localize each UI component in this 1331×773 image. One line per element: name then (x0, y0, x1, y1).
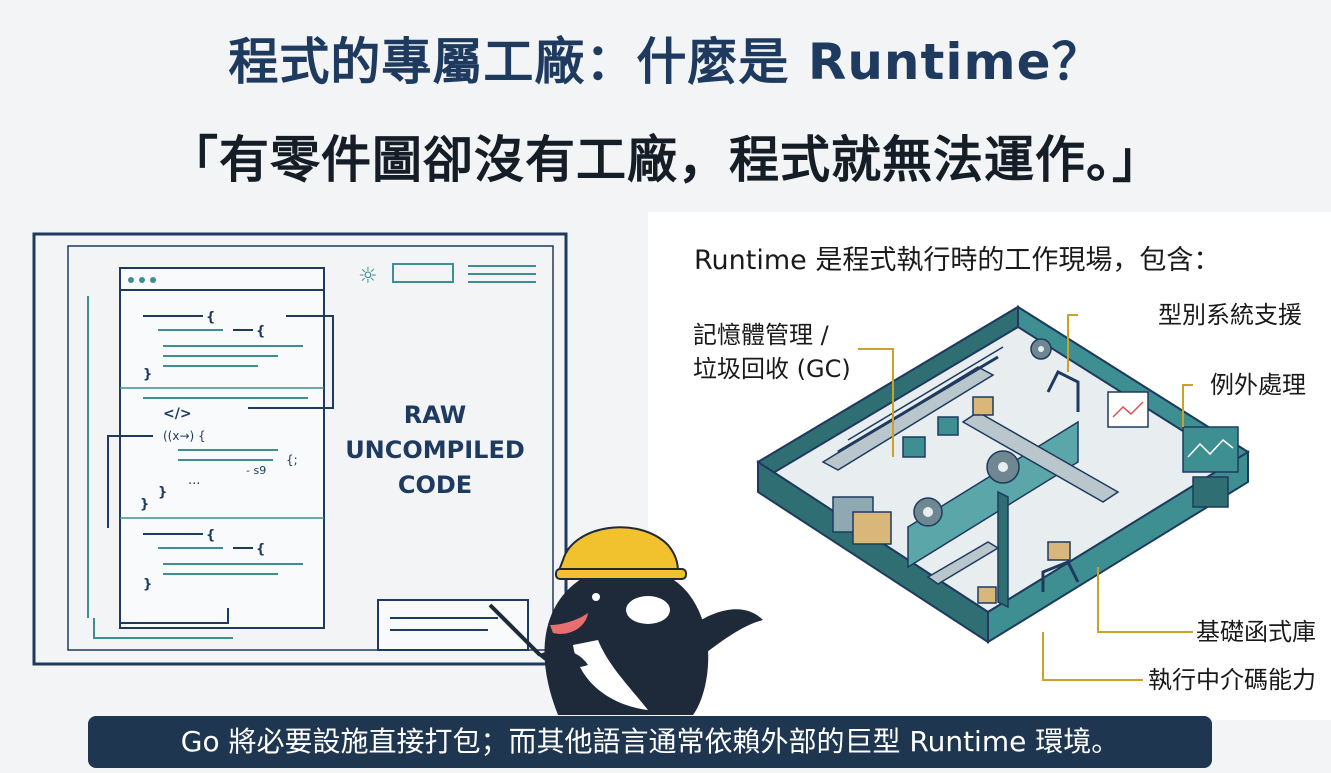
window-dot-icon (139, 277, 145, 283)
raw-label-line: UNCOMPILED (345, 436, 525, 464)
code-snippet-dots: ... (188, 473, 200, 488)
callout-gc-line: 垃圾回收 (GC) (693, 355, 851, 383)
svg-text:{: { (256, 542, 265, 557)
page-title: 程式的專屬工廠：什麼是 Runtime？ (228, 33, 1103, 91)
svg-text:{;: {; (286, 453, 298, 467)
gear-icon: ☼ (358, 264, 378, 289)
svg-text:}: } (158, 485, 167, 500)
raw-label-line: CODE (397, 471, 473, 499)
code-snippet-end: - s9 (246, 464, 266, 477)
callout-type-system: 型別系統支援 (1158, 301, 1302, 329)
raw-label-line: RAW (403, 401, 467, 429)
code-blueprint: { { } </> ((x→) { {; - s9 ... } } { { } … (32, 232, 568, 666)
factory-illustration (756, 305, 1250, 681)
page-subtitle: 「有零件圖卻沒有工廠，程式就無法運作。」 (168, 131, 1163, 189)
window-dot-icon (128, 277, 134, 283)
svg-text:{: { (206, 310, 215, 325)
orca-mascot-icon (488, 526, 763, 715)
callout-memory-gc: 記憶體管理 / 垃圾回收 (GC) (693, 318, 851, 386)
bottom-banner: Go 將必要設施直接打包；而其他語言通常依賴外部的巨型 Runtime 環境。 (88, 716, 1212, 768)
window-dot-icon (150, 277, 156, 283)
callout-memory-line: 記憶體管理 / (693, 321, 829, 349)
svg-text:}: } (143, 367, 152, 382)
factory-heading: Runtime 是程式執行時的工作現場，包含： (694, 245, 1221, 276)
callout-exceptions: 例外處理 (1210, 371, 1306, 399)
svg-text:}: } (143, 577, 152, 592)
svg-text:{: { (256, 324, 265, 339)
svg-text:{: { (206, 528, 215, 543)
code-tag-icon: </> (163, 406, 192, 422)
code-snippet-fn: ((x→) { (163, 429, 206, 443)
callout-stdlib: 基礎函式庫 (1196, 618, 1316, 646)
svg-text:}: } (140, 497, 149, 512)
raw-code-label: RAW UNCOMPILED CODE (345, 398, 525, 503)
callout-intermediate: 執行中介碼能力 (1148, 666, 1316, 694)
